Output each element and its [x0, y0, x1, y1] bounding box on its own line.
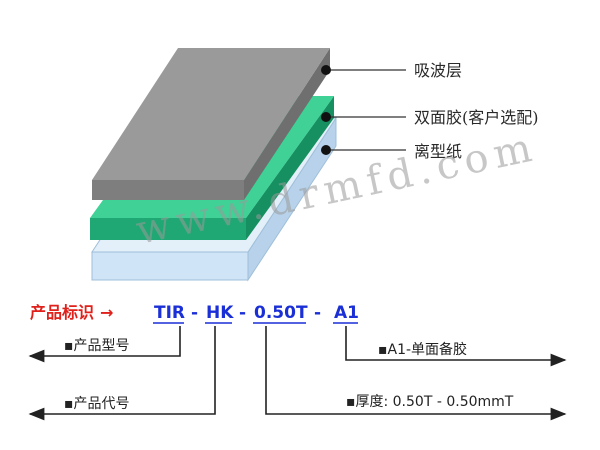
connector-model: [28, 326, 181, 363]
code-sep-1: -: [191, 303, 198, 323]
product-code-arrow: →: [100, 303, 113, 322]
code-sep-2: -: [239, 303, 246, 323]
code-connectors: [28, 326, 567, 421]
layer-label-release: 离型纸: [414, 142, 462, 161]
leader-dot-adhesive: [321, 112, 331, 122]
leader-dot-absorber: [321, 65, 331, 75]
leader-dot-release: [321, 145, 331, 155]
layer-label-adhesive: 双面胶(客户选配): [414, 108, 539, 127]
code-part-a1: A1: [334, 303, 359, 323]
connector-adhesive: [345, 326, 567, 367]
product-code-title: 产品标识: [30, 303, 94, 322]
note-product-series: ▪产品代号: [64, 396, 130, 412]
note-adhesive: ▪A1-单面备胶: [378, 341, 467, 358]
code-part-thickness: 0.50T: [254, 303, 308, 323]
layer-leaders: [321, 65, 406, 155]
connector-thickness: [265, 326, 567, 421]
code-sep-3: -: [314, 303, 321, 323]
code-part-hk: HK: [206, 303, 234, 323]
note-thickness: ▪厚度: 0.50T - 0.50mmT: [346, 394, 514, 410]
absorber-layer: [92, 48, 330, 200]
code-part-tir: TIR: [154, 303, 185, 323]
connector-series: [28, 326, 216, 421]
layer-label-absorber: 吸波层: [414, 61, 462, 80]
note-product-model: ▪产品型号: [64, 338, 130, 354]
